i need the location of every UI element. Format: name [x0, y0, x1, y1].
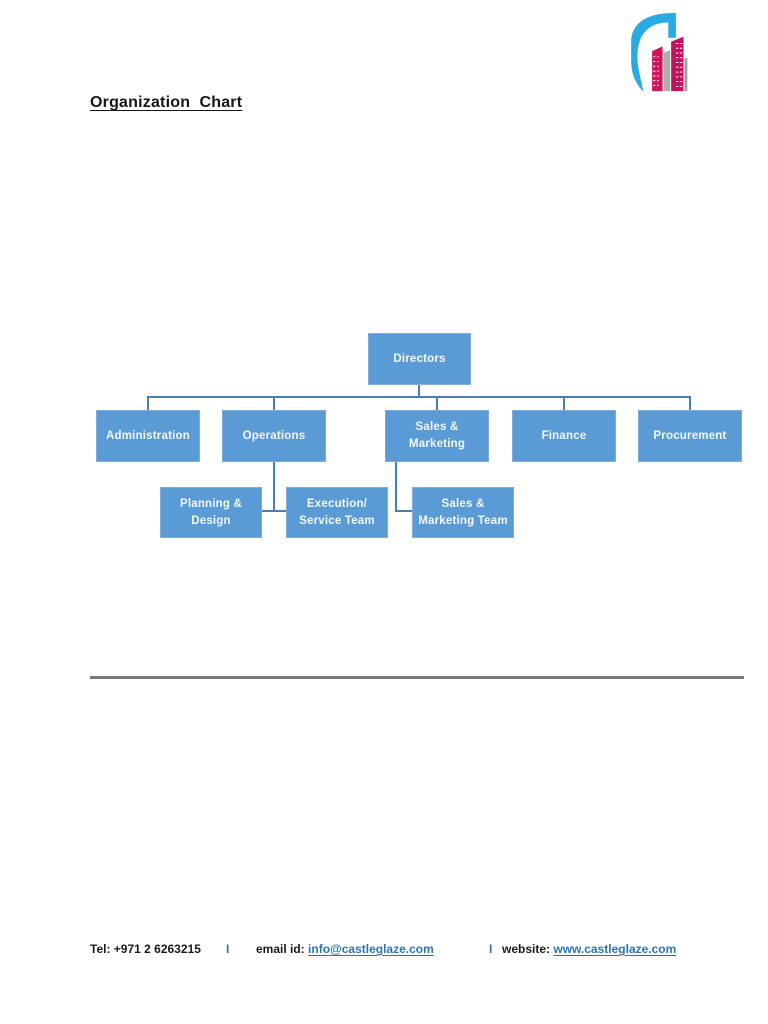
org-node-planning-design: Planning & Design	[160, 487, 262, 538]
org-node-sales-marketing-team: Sales & Marketing Team	[412, 487, 514, 538]
org-node-label: Planning & Design	[179, 497, 243, 527]
logo-swoosh	[631, 13, 676, 93]
org-node-label: Finance	[541, 429, 587, 442]
logo-building-pink-left	[652, 46, 663, 92]
connector-operations-children	[262, 510, 286, 512]
footer-email-group: email id: info@castleglaze.com	[256, 942, 434, 956]
org-node-label: Execution/ Service Team	[299, 497, 375, 527]
org-node-directors: Directors	[368, 333, 471, 385]
org-node-sales-marketing: Sales & Marketing	[385, 410, 489, 462]
connector-level2-horizontal	[147, 396, 691, 398]
connector-sales-marketing-down	[395, 462, 397, 512]
footer-email-label: email id:	[256, 942, 305, 956]
footer-website-group: website: www.castleglaze.com	[502, 942, 676, 956]
connector-administration-stub	[147, 397, 149, 410]
org-node-execution-service: Execution/ Service Team	[286, 487, 388, 538]
connector-operations-down	[273, 462, 275, 512]
logo-building-gray	[663, 50, 671, 92]
connector-procurement-stub	[689, 397, 691, 410]
org-node-label: Procurement	[653, 429, 727, 442]
connector-finance-stub	[563, 397, 565, 410]
footer-separator-2: I	[489, 942, 493, 956]
logo-windows-left	[653, 56, 659, 86]
logo-windows-tall	[675, 43, 683, 87]
footer-divider-line	[90, 676, 744, 679]
org-node-label: Sales & Marketing	[408, 421, 466, 450]
footer-separator-1: I	[226, 942, 230, 956]
connector-sales-marketing-team-link	[395, 510, 412, 512]
org-node-operations: Operations	[222, 410, 326, 462]
footer-website-label: website:	[502, 942, 551, 956]
connector-operations-stub	[273, 397, 275, 410]
logo-building-gray-right	[684, 57, 688, 92]
org-node-label: Administration	[106, 429, 190, 442]
org-node-label: Sales & Marketing Team	[418, 497, 508, 527]
org-node-finance: Finance	[512, 410, 616, 462]
logo-building-pink-tall	[671, 36, 684, 92]
org-node-procurement: Procurement	[638, 410, 742, 462]
building-logo-icon	[631, 13, 688, 93]
connector-sales-marketing-stub	[436, 397, 438, 410]
org-node-administration: Administration	[96, 410, 200, 462]
footer-tel: Tel: +971 2 6263215	[90, 942, 201, 956]
page-title: Organization Chart	[90, 94, 243, 111]
org-node-label: Operations	[242, 429, 306, 442]
footer-email-link[interactable]: info@castleglaze.com	[308, 942, 434, 956]
connector-directors-down	[418, 385, 420, 397]
org-node-label: Directors	[393, 352, 446, 365]
footer-website-link[interactable]: www.castleglaze.com	[553, 942, 677, 956]
castle-glaze-logo	[618, 13, 690, 93]
